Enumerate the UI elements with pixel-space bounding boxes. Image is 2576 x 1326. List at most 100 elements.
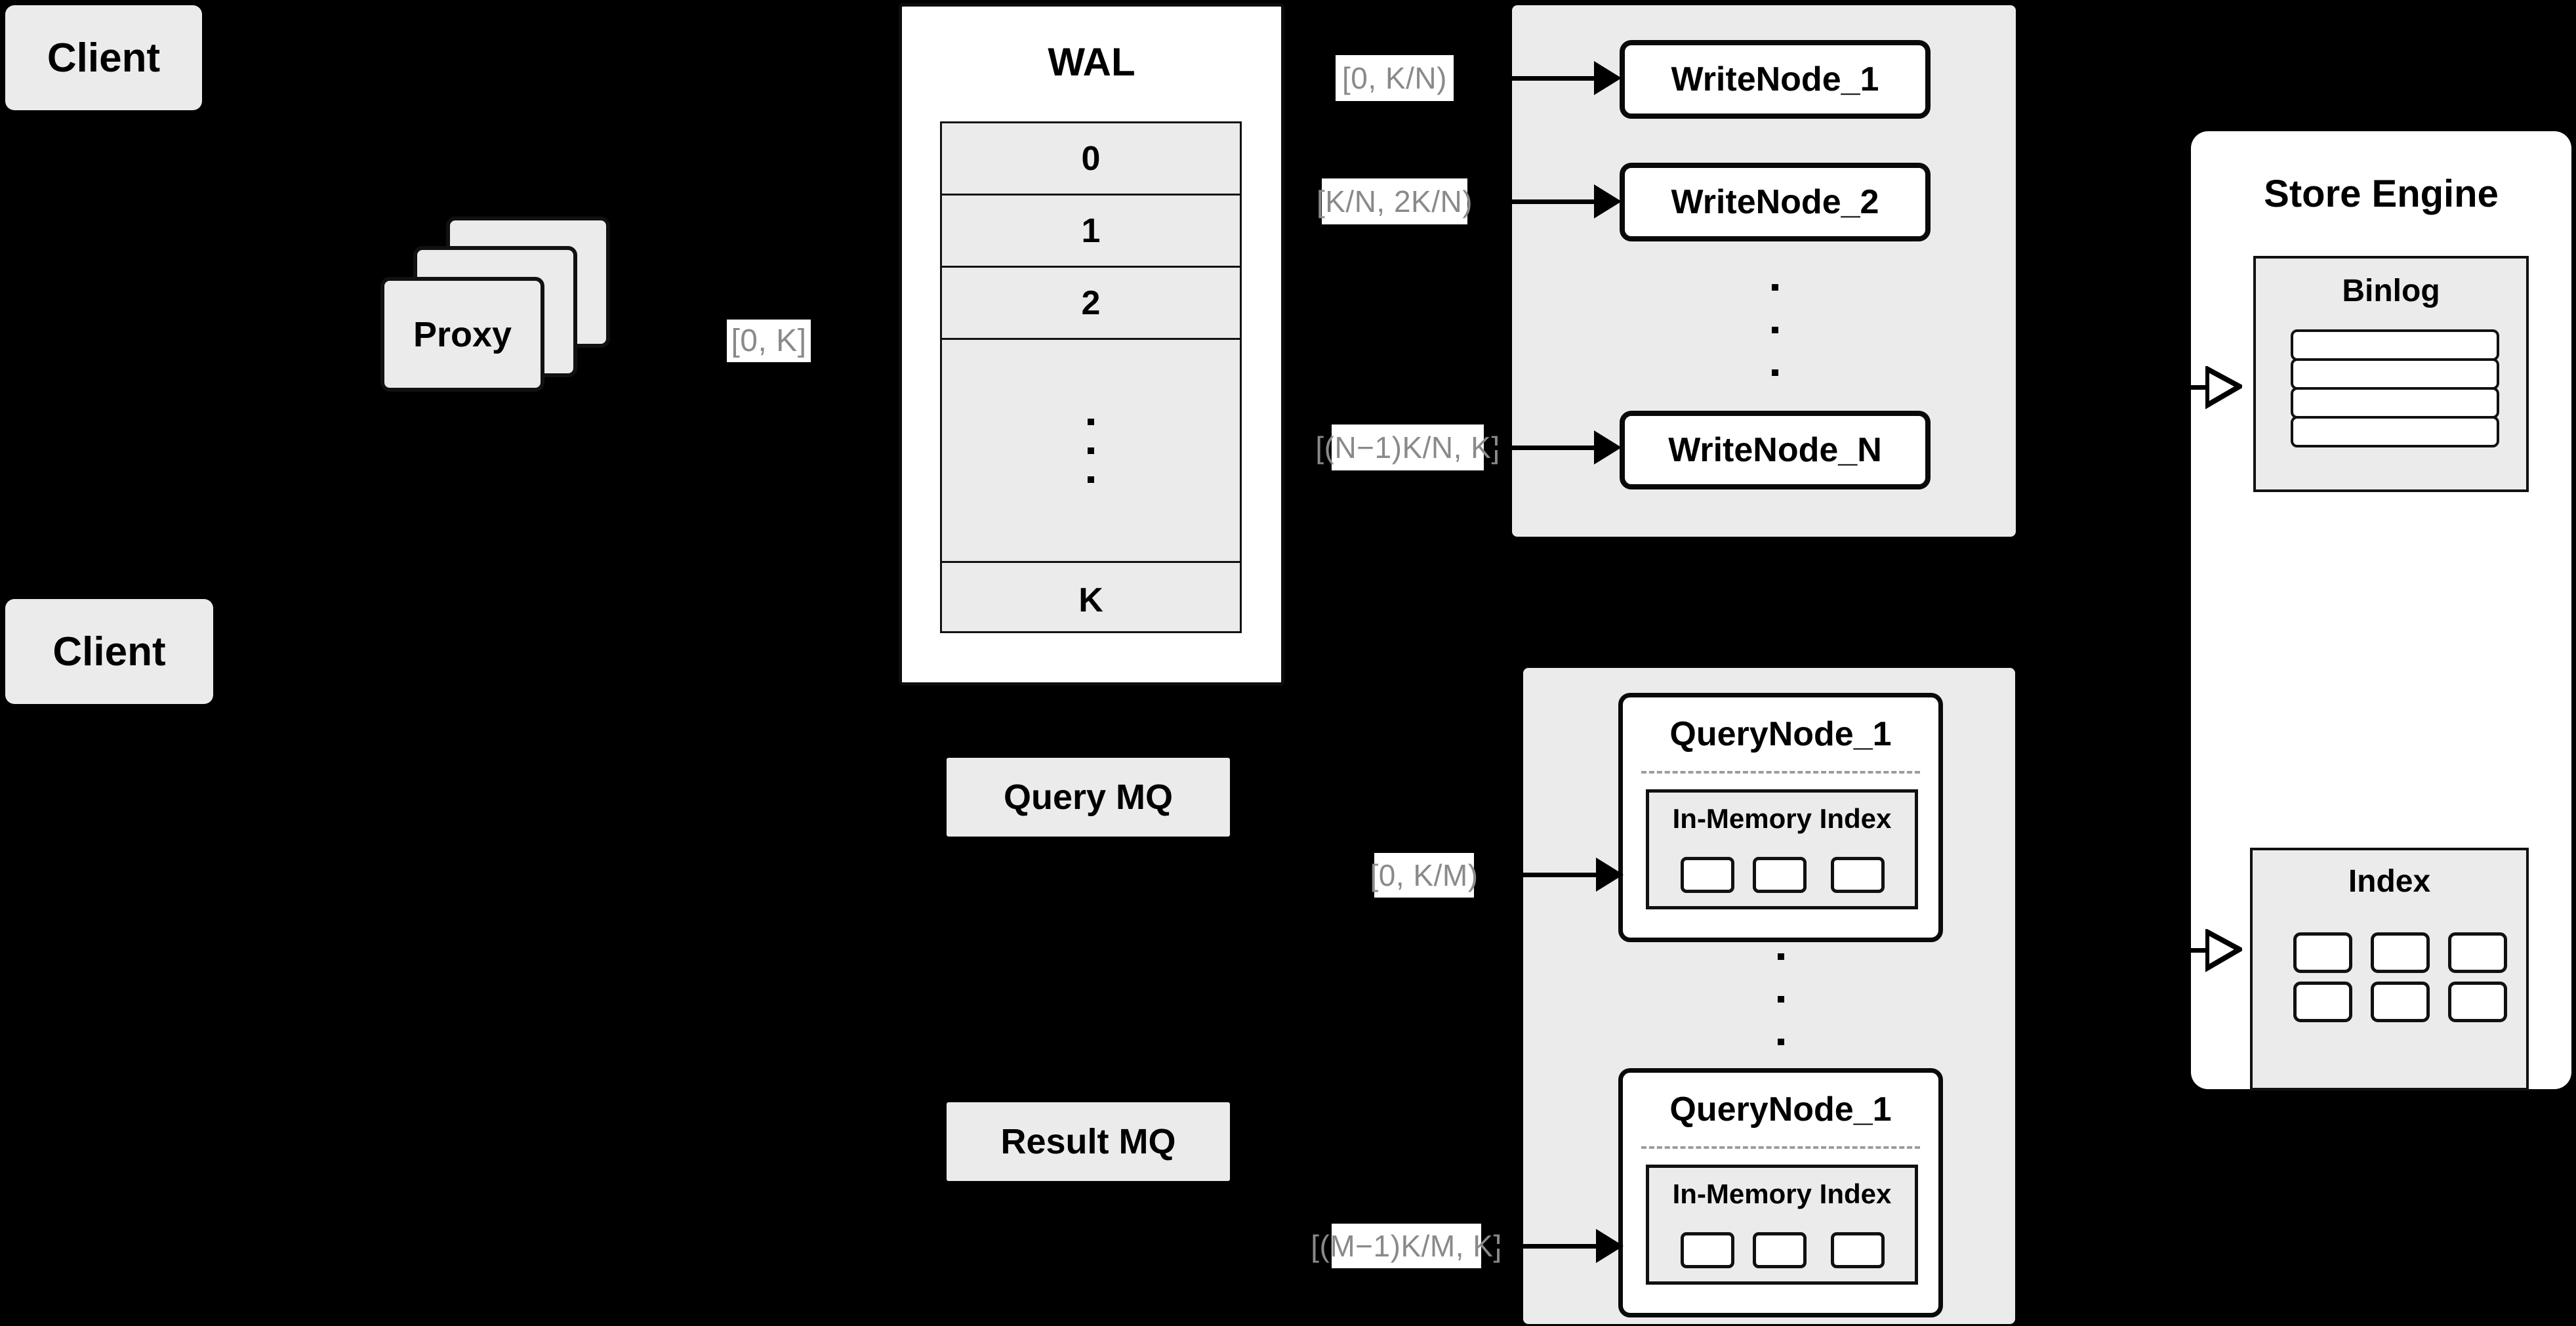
chip-query-node-1-range: [0, K/M) [1370,853,1478,898]
wal-row-label: 0 [1081,139,1101,178]
chip-write-node-1-range: [0, K/N) [1336,55,1454,101]
query-node-label: QueryNode_1 [1669,715,1892,753]
arrow-head-write-1-icon [1594,61,1622,95]
index-cell[interactable] [2448,982,2507,1022]
wal-row-ellipsis [942,340,1240,563]
chip-proxy-range: [0, K] [727,320,811,362]
binlog-row[interactable] [2291,416,2499,447]
in-memory-index-label: In-Memory Index [1672,803,1892,834]
arrow-line-binlog [2182,385,2207,390]
write-node-2[interactable]: WriteNode_2 [1620,163,1931,241]
index-cell[interactable] [1831,1232,1885,1268]
binlog-row[interactable] [2291,358,2499,390]
index-cell[interactable] [2371,932,2430,973]
write-node-label: WriteNode_N [1668,431,1882,469]
proxy-label: Proxy [413,314,512,354]
write-node-ellipsis [1767,284,1784,376]
chip-write-node-2-range: [K/N, 2K/N) [1317,178,1473,224]
write-node-group: WriteNode_1 WriteNode_2 WriteNode_N [1512,5,2016,537]
index-cell[interactable] [1753,857,1807,893]
query-node-divider [1641,1146,1920,1149]
client-box-2[interactable]: Client [5,599,213,704]
arrow-line-write-1 [1477,76,1595,81]
index-panel: Index [2250,848,2529,1090]
ellipsis-dot-icon [1088,447,1094,454]
wal-row[interactable]: 1 [942,196,1240,268]
ellipsis-dot-icon [1778,953,1784,960]
ellipsis-dot-icon [1772,327,1778,333]
query-node-ellipsis [1772,953,1789,1045]
ellipsis-dot-icon [1778,1039,1784,1045]
chip-label: [0, K/M) [1370,858,1479,892]
index-cell[interactable] [2448,932,2507,973]
wal-panel: WAL 0 1 2 K [899,3,1284,686]
proxy-card-front[interactable]: Proxy [380,277,544,392]
arrow-line-query-m [1488,1244,1598,1249]
in-memory-index-label: In-Memory Index [1672,1178,1892,1209]
index-cell[interactable] [1753,1232,1807,1268]
index-cell[interactable] [1831,857,1885,893]
arrow-head-write-2-icon [1594,184,1622,218]
chip-label: [(N−1)K/N, K] [1315,430,1500,465]
in-memory-index-box: In-Memory Index [1646,789,1918,909]
write-node-n[interactable]: WriteNode_N [1620,411,1931,489]
index-cell[interactable] [2293,982,2352,1022]
query-node-group: QueryNode_1 In-Memory Index QueryNode_1 … [1523,668,2015,1324]
in-memory-index-box: In-Memory Index [1646,1165,1918,1285]
result-mq-label: Result MQ [1000,1122,1176,1161]
chip-label: [0, K/N) [1342,61,1447,95]
index-cell[interactable] [1681,857,1734,893]
write-node-label: WriteNode_2 [1671,183,1879,221]
proxy-stack[interactable]: Proxy [380,217,695,433]
wal-row[interactable]: 2 [942,268,1240,340]
arrow-head-query-m-icon [1596,1229,1624,1263]
arrow-head-binlog-icon [2205,366,2242,409]
query-node-m[interactable]: QueryNode_1 In-Memory Index [1618,1068,1943,1317]
chip-label: [K/N, 2K/N) [1316,184,1473,218]
query-mq-box[interactable]: Query MQ [947,758,1230,837]
wal-row-label: 2 [1081,283,1101,322]
chip-label: [0, K] [731,323,807,358]
chip-write-node-n-range: [(N−1)K/N, K] [1315,425,1500,470]
arrow-line-query-1 [1479,873,1597,877]
store-engine-title: Store Engine [2264,173,2499,215]
write-node-label: WriteNode_1 [1671,60,1879,98]
ellipsis-dot-icon [1778,996,1784,1003]
index-cell[interactable] [1681,1232,1734,1268]
query-node-divider [1641,771,1920,774]
arrow-line-index [2182,948,2207,953]
store-engine-panel: Store Engine Binlog Index [2191,131,2571,1090]
wal-row-label: 1 [1081,211,1101,250]
arrow-line-write-n [1490,445,1595,450]
wal-row-label: K [1078,581,1103,619]
query-node-1[interactable]: QueryNode_1 In-Memory Index [1618,693,1943,942]
arrow-line-write-2 [1477,199,1595,204]
index-title: Index [2348,864,2431,899]
binlog-row[interactable] [2291,329,2499,361]
result-mq-box[interactable]: Result MQ [947,1102,1230,1181]
chip-query-node-m-range: [(M−1)K/M, K] [1311,1224,1502,1268]
query-mq-label: Query MQ [1003,777,1174,817]
index-cell[interactable] [2371,982,2430,1022]
client-label: Client [47,35,161,81]
arrow-head-query-1-icon [1596,858,1624,892]
ellipsis-dot-icon [1088,418,1094,425]
wal-row[interactable]: 0 [942,123,1240,196]
wal-table: 0 1 2 K [940,121,1242,633]
arrow-head-write-n-icon [1594,430,1622,465]
ellipsis-dot-icon [1772,369,1778,376]
write-node-1[interactable]: WriteNode_1 [1620,40,1931,119]
chip-label: [(M−1)K/M, K] [1311,1229,1502,1263]
binlog-title: Binlog [2342,274,2440,308]
index-cell[interactable] [2293,932,2352,973]
wal-row[interactable]: K [942,563,1240,638]
query-node-label: QueryNode_1 [1669,1090,1892,1129]
wal-title: WAL [1048,40,1135,84]
client-label: Client [52,629,166,674]
binlog-row[interactable] [2291,387,2499,419]
client-box-1[interactable]: Client [5,5,202,110]
ellipsis-dot-icon [1088,476,1094,483]
ellipsis-dot-icon [1772,284,1778,291]
arrow-head-index-icon [2205,929,2242,972]
binlog-panel: Binlog [2253,256,2529,492]
